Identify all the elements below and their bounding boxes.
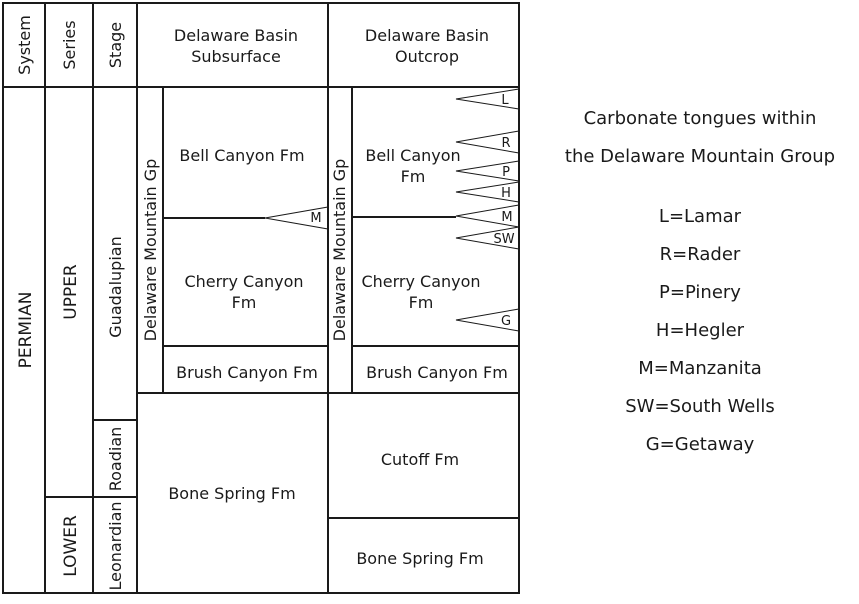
legend-item-pinery: P=Pinery xyxy=(659,282,741,303)
tongue-p xyxy=(455,160,520,182)
header-outcrop-line1: Delaware Basin xyxy=(365,26,489,45)
out-bell-line2: Fm xyxy=(401,167,426,186)
tongue-g xyxy=(455,308,520,332)
legend-title-line1: Carbonate tongues within xyxy=(583,108,817,129)
label-roadian: Roadian xyxy=(106,427,125,492)
out-cherry-line2: Fm xyxy=(409,293,434,312)
header-system: System xyxy=(15,15,34,75)
tongue-sw xyxy=(455,226,520,250)
label-guadalupian: Guadalupian xyxy=(106,236,125,337)
header-outcrop-line2: Outcrop xyxy=(395,47,459,66)
out-cherry-line1: Cherry Canyon xyxy=(361,272,480,291)
header-subsurface-line2: Subsurface xyxy=(191,47,281,66)
legend-item-getaway: G=Getaway xyxy=(645,434,755,455)
tongue-r-label: R xyxy=(501,136,510,151)
sub-cherry-line1: Cherry Canyon xyxy=(184,272,303,291)
header-stage: Stage xyxy=(106,22,125,68)
tongue-m-label: M xyxy=(501,210,512,225)
tongue-m-sub xyxy=(264,206,329,230)
label-lower: LOWER xyxy=(61,515,81,577)
label-upper: UPPER xyxy=(61,264,81,320)
out-bell-line1: Bell Canyon xyxy=(365,146,460,165)
label-group-subsurface: Delaware Mountain Gp xyxy=(141,159,160,342)
tongue-g-label: G xyxy=(501,314,511,329)
sub-bone-spring: Bone Spring Fm xyxy=(168,484,295,503)
outer-border xyxy=(2,2,520,594)
header-subsurface-line1: Delaware Basin xyxy=(174,26,298,45)
header-series: Series xyxy=(60,20,79,69)
legend: Carbonate tongues within the Delaware Mo… xyxy=(540,100,859,464)
out-cutoff: Cutoff Fm xyxy=(381,450,459,469)
grid-lines xyxy=(2,2,520,594)
sub-brush-canyon: Brush Canyon Fm xyxy=(176,363,318,382)
sub-cherry-line2: Fm xyxy=(232,293,257,312)
legend-item-lamar: L=Lamar xyxy=(658,206,742,227)
out-brush-canyon: Brush Canyon Fm xyxy=(366,363,508,382)
tongue-l-label: L xyxy=(501,93,509,108)
label-group-outcrop: Delaware Mountain Gp xyxy=(330,159,349,342)
label-permian: PERMIAN xyxy=(16,292,36,369)
out-bone-spring: Bone Spring Fm xyxy=(356,549,483,568)
legend-item-rader: R=Rader xyxy=(659,244,741,265)
legend-item-manzanita: M=Manzanita xyxy=(638,358,762,379)
tongue-m-out xyxy=(455,204,520,228)
tongue-l xyxy=(455,88,520,110)
tongue-p-label: P xyxy=(502,165,510,180)
tongue-r xyxy=(455,130,520,154)
legend-item-hegler: H=Hegler xyxy=(655,320,745,341)
legend-title-line2: the Delaware Mountain Group xyxy=(564,146,836,167)
tongue-h-label: H xyxy=(501,186,511,201)
legend-gap xyxy=(540,176,859,198)
sub-tongue-m-label: M xyxy=(310,211,321,226)
legend-item-south-wells: SW=South Wells xyxy=(625,396,775,417)
tongue-sw-label: SW xyxy=(493,232,514,247)
sub-bell-canyon: Bell Canyon Fm xyxy=(179,146,304,165)
tongue-h xyxy=(455,181,520,203)
label-leonardian: Leonardian xyxy=(106,501,125,590)
